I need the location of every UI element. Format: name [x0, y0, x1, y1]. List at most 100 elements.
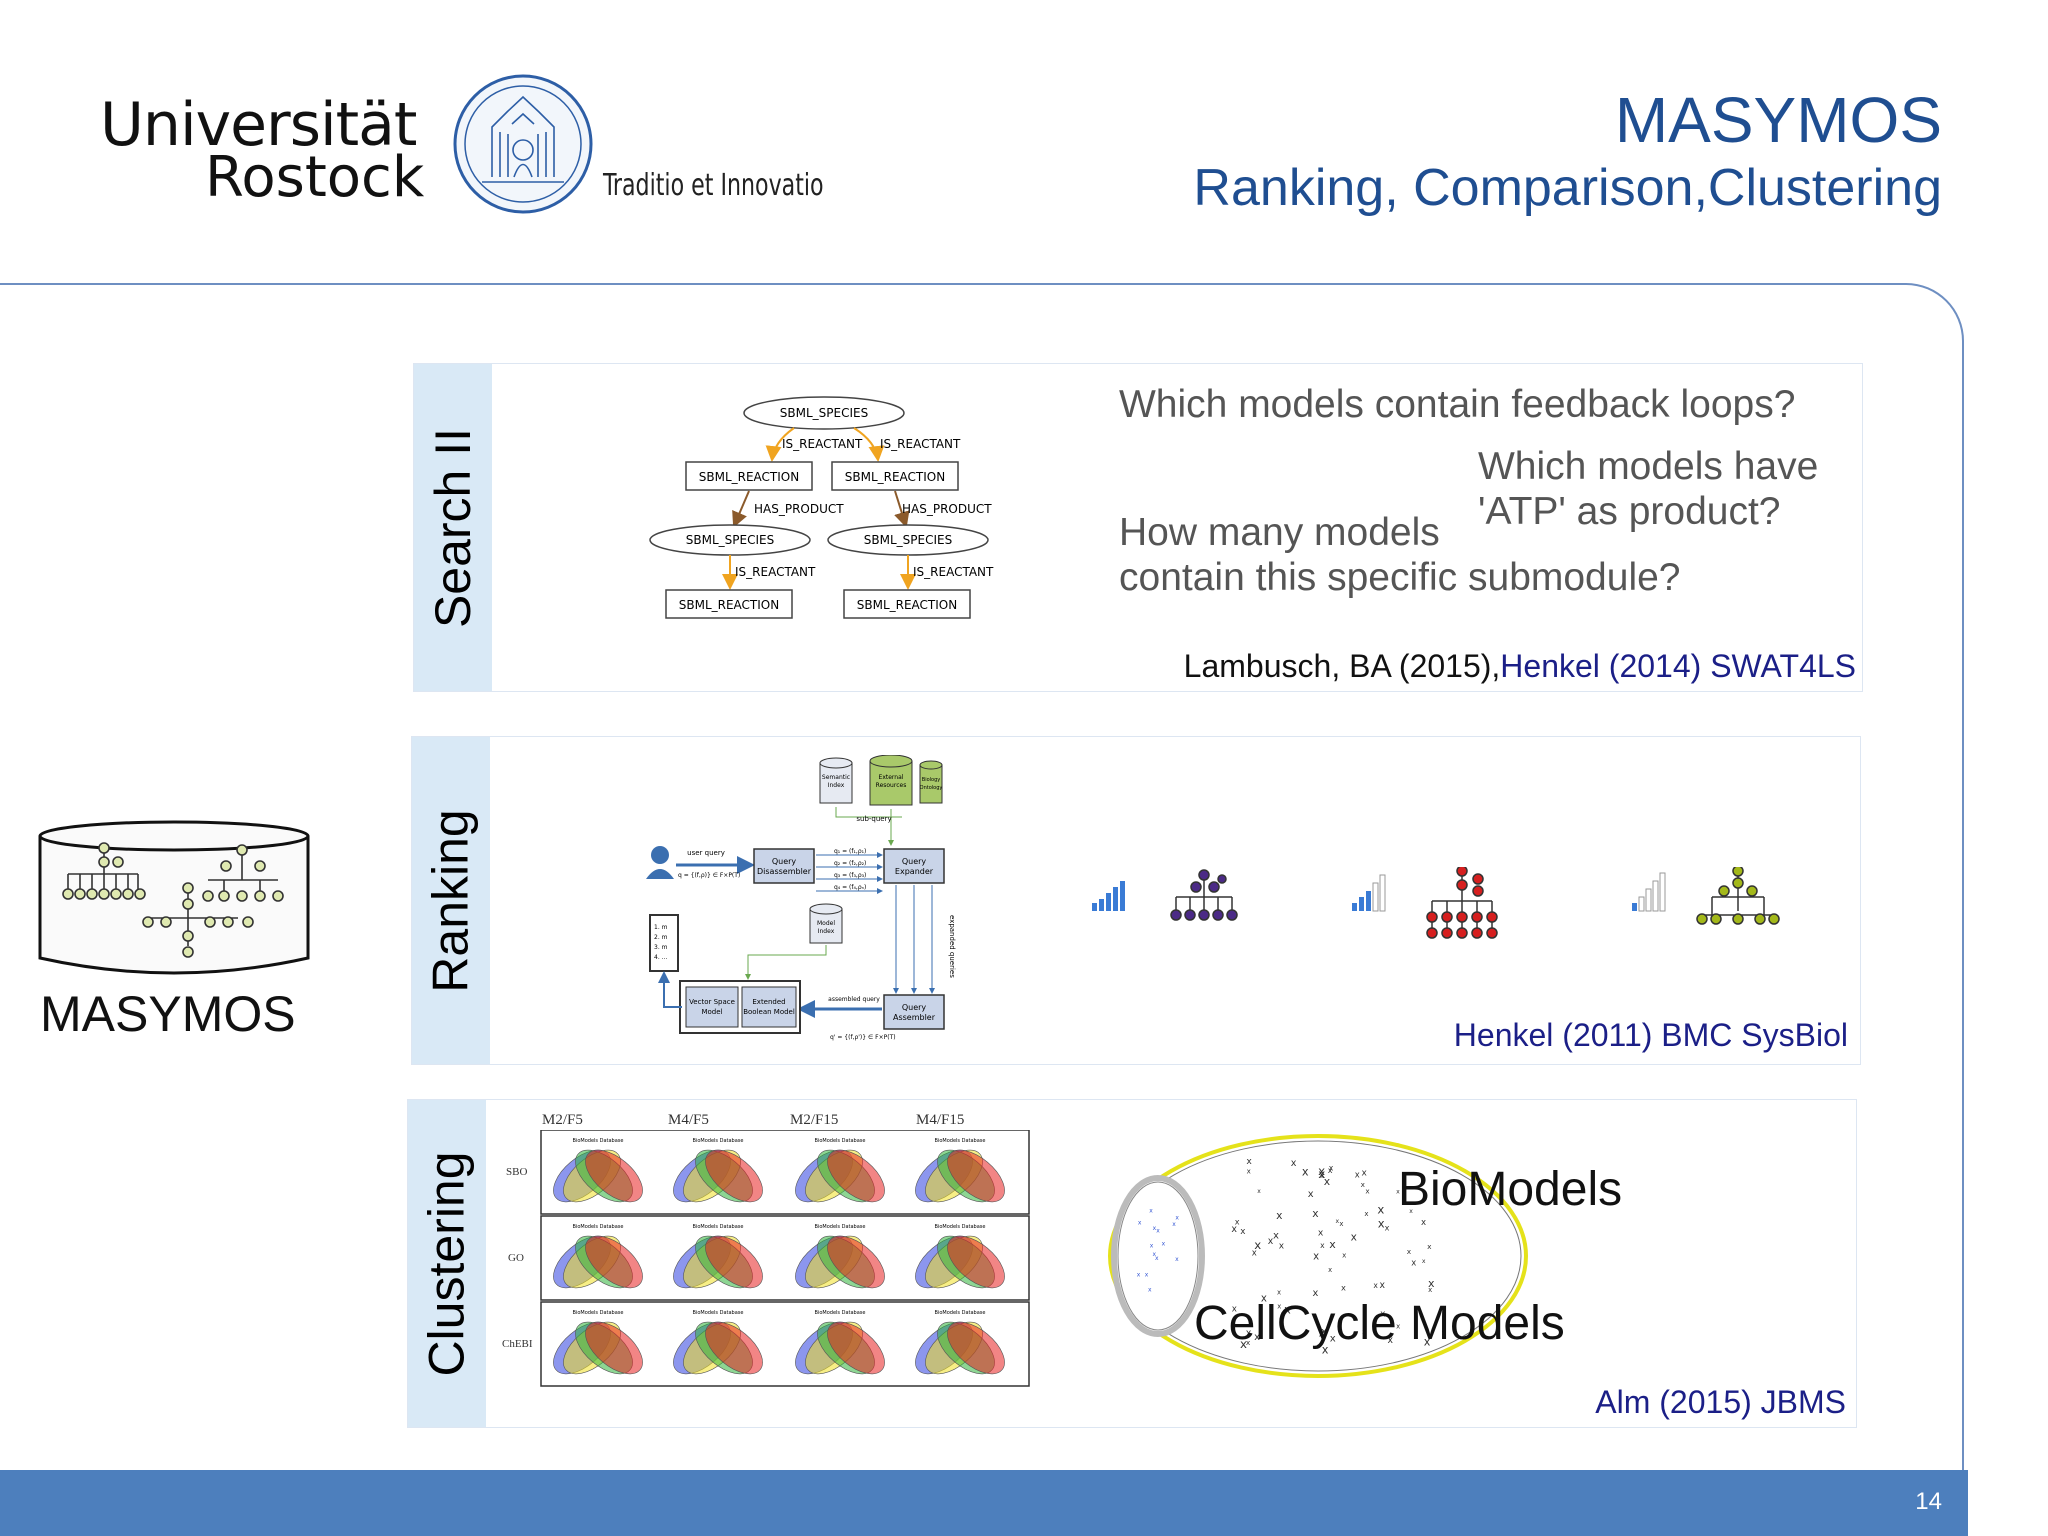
venn-header-label: BioModels Database [935, 1310, 986, 1316]
node-reaction-bottom-right [843, 589, 971, 619]
cluster-point-marker: x [1320, 1241, 1325, 1250]
cluster-point-marker: x [1148, 1287, 1152, 1294]
venn-set [947, 1235, 1005, 1289]
ranking-citation: Henkel (2011) BMC SysBiol [1453, 1017, 1848, 1053]
expanded-queries-label: expanded queries [948, 915, 956, 978]
svg-text:2. m: 2. m [654, 934, 668, 941]
cluster-point-marker: x [1321, 1327, 1327, 1338]
svg-text:Model: Model [701, 1008, 722, 1016]
cluster-point-marker: x [1252, 1249, 1257, 1259]
node-label: SBML_SPECIES [864, 533, 952, 547]
cellcycle-models-label: CellCycle Models [1194, 1297, 1565, 1350]
venn-set [827, 1149, 885, 1203]
relevance-bars-medium [1352, 874, 1386, 912]
venn-diagram: BioModels Database [795, 1138, 885, 1203]
search-tab [414, 364, 492, 691]
svg-text:q₁ = (f₁,ρ₁): q₁ = (f₁,ρ₁) [834, 848, 866, 855]
model-tree-purple [1170, 869, 1238, 921]
cluster-point-marker: x [1153, 1225, 1157, 1232]
cluster-point-marker: x [1313, 1252, 1319, 1263]
cluster-point-marker: x [1322, 1343, 1329, 1356]
cluster-point-marker: x [1377, 1202, 1384, 1216]
slide-subtitle: Ranking, Comparison,Clustering [1193, 159, 1942, 217]
graph-query-diagram: SBML_SPECIES IS_REACTANT IS_REACTANT SBM… [649, 396, 994, 619]
svg-text:Extended: Extended [752, 998, 785, 1006]
svg-text:Vector Space: Vector Space [689, 998, 735, 1006]
model-tree-red [1426, 867, 1498, 939]
cluster-point-marker: x [1422, 1258, 1426, 1265]
model-index-db: Model Index [809, 903, 843, 944]
cluster-point-marker: x [1328, 1165, 1333, 1175]
ranking-panel: Ranking Semantic Index External Resource… [411, 736, 1861, 1065]
cluster-point-marker: x [1175, 1256, 1179, 1263]
svg-text:Query: Query [902, 857, 927, 866]
cluster-point-marker: x [1407, 1247, 1412, 1256]
cluster-point-marker: x [1424, 1335, 1431, 1348]
cluster-point-marker: x [1362, 1168, 1368, 1178]
cluster-point-marker: x [1137, 1272, 1141, 1279]
cluster-point-marker: x [1279, 1242, 1285, 1252]
venn-set [585, 1235, 643, 1289]
cluster-point-marker: x [1246, 1328, 1252, 1339]
venn-header-label: BioModels Database [693, 1224, 744, 1230]
venn-header-label: BioModels Database [935, 1224, 986, 1230]
venn-diagram: BioModels Database [553, 1310, 643, 1375]
venn-set [947, 1149, 1005, 1203]
cluster-point-marker: x [1232, 1304, 1237, 1314]
cluster-point-marker: x [1318, 1227, 1324, 1238]
venn-diagram: BioModels Database [915, 1310, 1005, 1375]
cluster-point-marker: x [1328, 1266, 1332, 1274]
relevance-bars-high [1092, 881, 1125, 911]
cluster-point-marker: x [1365, 1187, 1370, 1196]
node-reaction-right [831, 461, 959, 491]
svg-text:Index: Index [828, 782, 845, 789]
venn-row-header: ChEBI [502, 1338, 533, 1350]
clustering-panel: Clustering M2/F5 M4/F5 M2/F15 M4/F15 SBO… [407, 1099, 1857, 1428]
cluster-point-marker: x [1175, 1214, 1179, 1221]
venn-column-header: M2/F5 [542, 1112, 583, 1128]
edge-label: IS_REACTANT [880, 437, 961, 451]
cluster-point-marker: x [1396, 1189, 1400, 1196]
search-citation: Lambusch, BA (2015),Henkel (2014) SWAT4L… [1184, 648, 1856, 685]
cluster-point-marker: x [1246, 1156, 1252, 1167]
question-submodule-line2: contain this specific submodule? [1119, 556, 1681, 599]
cluster-point-marker: x [1172, 1221, 1176, 1228]
svg-text:3. m: 3. m [654, 944, 668, 951]
venn-column-header: M4/F15 [916, 1112, 965, 1128]
venn-set [705, 1235, 763, 1289]
venn-column-header: M4/F5 [668, 1112, 709, 1128]
cluster-point-marker: x [1235, 1217, 1240, 1227]
cluster-point-marker: x [1364, 1210, 1368, 1218]
sub-query-label: sub-query [856, 815, 891, 823]
svg-text:q' = {(f,ρ')} ∈ F×P(T): q' = {(f,ρ')} ∈ F×P(T) [830, 1034, 896, 1041]
svg-text:Resources: Resources [876, 782, 907, 789]
cluster-point-marker: x [1138, 1220, 1142, 1227]
cluster-point-marker: x [1336, 1218, 1340, 1225]
svg-text:q₂ = (f₂,ρ₂): q₂ = (f₂,ρ₂) [834, 860, 866, 867]
cluster-point-marker: x [1155, 1255, 1159, 1262]
venn-diagram: BioModels Database [553, 1138, 643, 1203]
cluster-point-marker: x [1277, 1288, 1281, 1296]
venn-set [585, 1321, 643, 1375]
cluster-point-marker: x [1428, 1286, 1432, 1294]
cluster-point-marker: x [1156, 1228, 1160, 1235]
cluster-point-marker: x [1362, 1327, 1367, 1336]
cluster-point-marker: x [1149, 1208, 1153, 1215]
svg-text:Index: Index [818, 928, 835, 935]
cluster-point-marker: x [1277, 1303, 1281, 1311]
venn-diagram: BioModels Database [673, 1224, 763, 1289]
venn-header-label: BioModels Database [935, 1138, 986, 1144]
venn-set [947, 1321, 1005, 1375]
cluster-point-marker: x [1341, 1283, 1346, 1293]
clustering-tab-label: Clustering [419, 1150, 476, 1377]
cluster-point-marker: x [1421, 1218, 1426, 1228]
cluster-point-marker: x [1254, 1238, 1261, 1252]
svg-text:Model: Model [817, 920, 835, 927]
venn-set [585, 1149, 643, 1203]
ranking-tab [412, 737, 490, 1064]
university-name-line2: Rostock [205, 145, 425, 210]
ranking-architecture-diagram: Semantic Index External Resources Biolog… [646, 755, 956, 1041]
ranking-tab-label: Ranking [423, 808, 480, 993]
